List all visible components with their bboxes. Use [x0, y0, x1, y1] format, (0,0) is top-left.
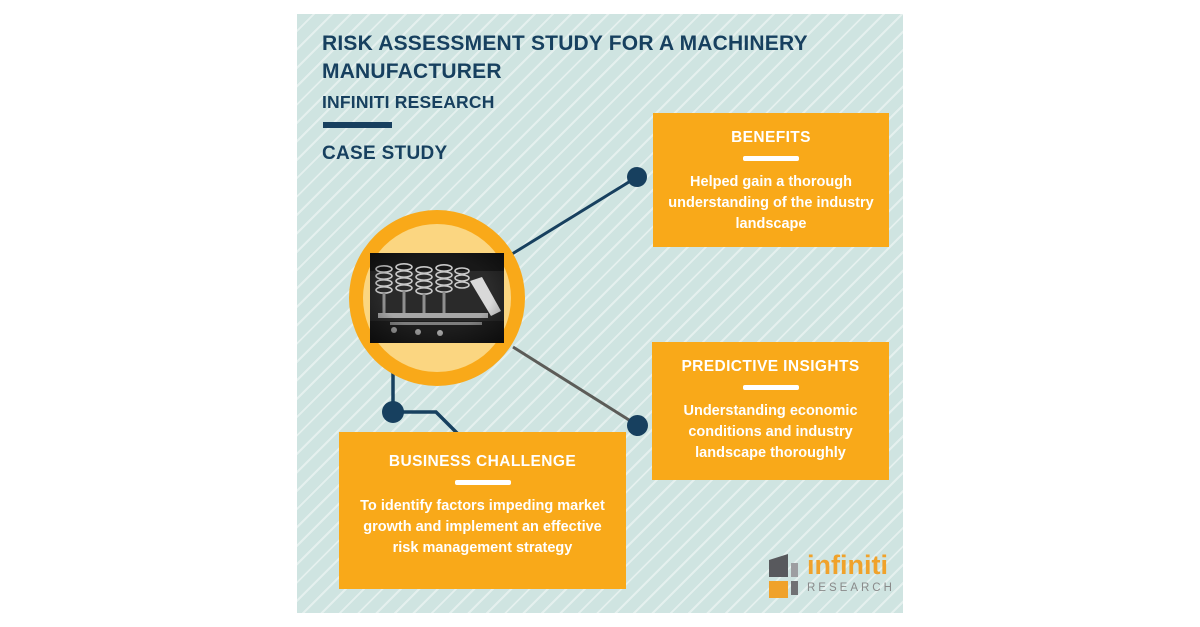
benefits-card-title: BENEFITS — [731, 129, 811, 146]
infiniti-research-logo: infiniti RESEARCH — [769, 550, 895, 599]
predictive-insights-card-rule — [742, 385, 799, 390]
brand-name: INFINITI RESEARCH — [322, 92, 495, 112]
connector-dot-predictive — [627, 415, 648, 436]
machinery-photo — [370, 253, 504, 343]
benefits-card-body: Helped gain a thorough understanding of … — [668, 174, 874, 233]
predictive-insights-card-body: Understanding economic conditions and in… — [683, 403, 858, 462]
business-challenge-card: BUSINESS CHALLENGE To identify factors i… — [339, 432, 626, 589]
business-challenge-card-title: BUSINESS CHALLENGE — [388, 453, 577, 470]
title-divider-bar — [323, 122, 392, 128]
machinery-photo-circle-inner — [363, 224, 511, 372]
case-study-label: CASE STUDY — [322, 143, 448, 164]
benefits-card-rule — [743, 156, 799, 161]
predictive-insights-card: PREDICTIVE INSIGHTS Understanding econom… — [652, 342, 889, 480]
infiniti-logo-window-icon — [769, 554, 798, 598]
business-challenge-card-body: To identify factors impeding market grow… — [360, 498, 605, 557]
connector-dot-challenge — [382, 401, 404, 423]
infiniti-wordmark: infiniti — [807, 550, 888, 580]
infiniti-logo-text: infiniti RESEARCH — [807, 550, 895, 594]
predictive-insights-card-title: PREDICTIVE INSIGHTS — [681, 358, 860, 375]
research-wordmark: RESEARCH — [807, 581, 895, 594]
page-title: RISK ASSESSMENT STUDY FOR A MACHINERY MA… — [322, 32, 808, 83]
connector-dot-benefits — [627, 167, 647, 187]
benefits-card: BENEFITS Helped gain a thorough understa… — [653, 113, 889, 247]
business-challenge-card-rule — [454, 480, 511, 485]
machinery-photo-circle — [349, 210, 525, 386]
